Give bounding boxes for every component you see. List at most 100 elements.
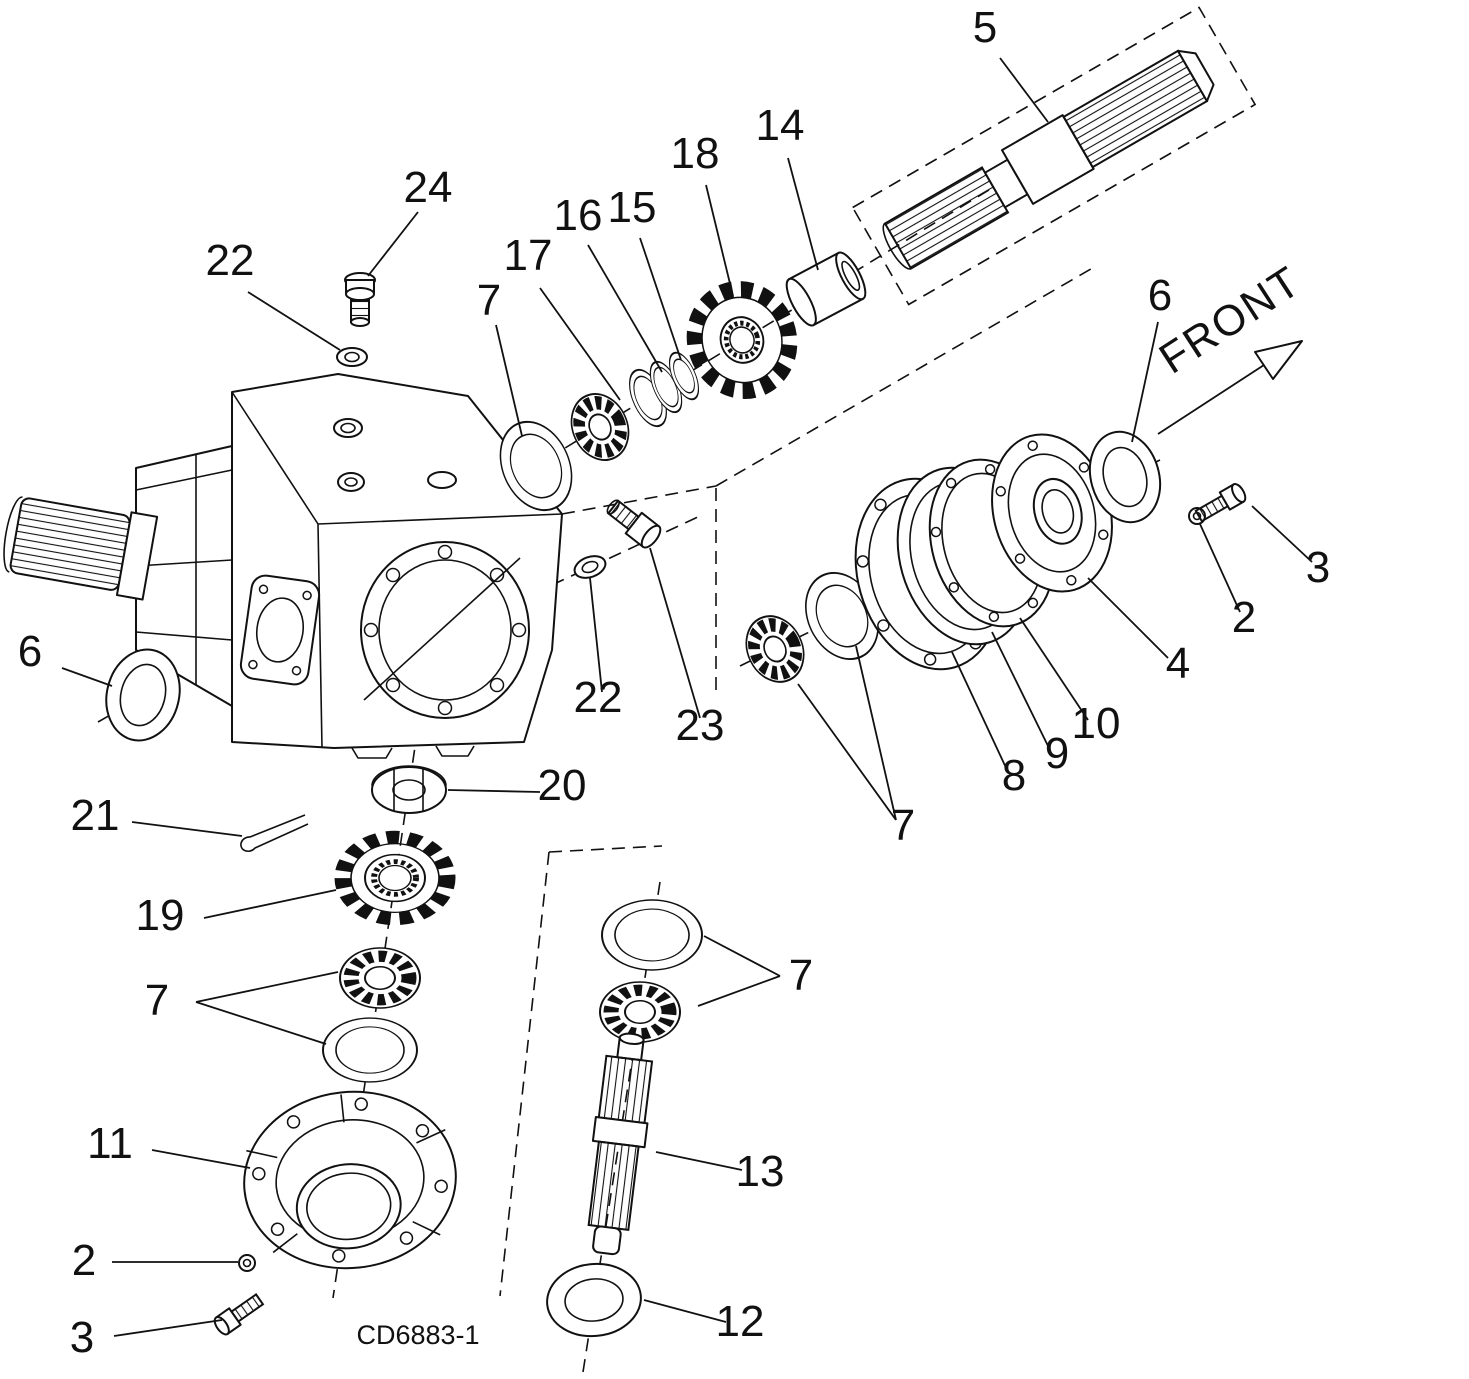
leader-7-upper	[495, 324, 523, 437]
bearing-cone-7-lower-left-drawing	[339, 947, 421, 1009]
gear-18-drawing	[686, 281, 798, 399]
callout-10: 10	[1072, 699, 1121, 748]
input-shaft-drawing	[3, 496, 159, 601]
callout-3-right: 3	[1306, 543, 1330, 592]
leader-4	[1087, 577, 1169, 659]
output-shaft-5-drawing	[851, 6, 1257, 306]
callout-13: 13	[736, 1147, 785, 1196]
callout-21: 21	[71, 791, 120, 840]
leader-16	[587, 244, 663, 373]
leader-20	[447, 789, 541, 793]
bearing-cone-7-lower-right-drawing	[599, 981, 681, 1043]
leader-8	[951, 651, 1009, 773]
callout-3-bottom: 3	[70, 1313, 94, 1362]
callout-18: 18	[671, 129, 720, 178]
leader-17	[539, 287, 621, 401]
callout-2-right: 2	[1232, 593, 1256, 642]
bolt-3-bottom-drawing	[213, 1293, 265, 1336]
leader-12	[643, 1299, 727, 1323]
leader-11	[151, 1149, 251, 1169]
pinion-shaft-13-drawing	[587, 1032, 654, 1256]
callout-2-bottom: 2	[72, 1236, 96, 1285]
callout-11: 11	[87, 1119, 133, 1168]
seal-12-drawing	[546, 1262, 642, 1338]
leader-23	[649, 547, 701, 719]
boundary-line-lower-top	[548, 845, 663, 853]
callout-7-upper: 7	[477, 276, 501, 325]
callout-labels: 5 14 18 16 15 17 24 22 7 6 3 2 4 10 9 8 …	[18, 3, 1330, 1362]
leader-10	[1019, 617, 1089, 721]
seal-6-right-drawing	[1088, 430, 1162, 524]
centerline-upper-shaft-axis	[367, 181, 1003, 569]
gearbox-housing-drawing	[231, 373, 563, 759]
bolt-3-right-drawing	[1194, 482, 1247, 523]
boundary-line-diagonal	[715, 265, 1097, 487]
leader-7-left-lower	[195, 971, 339, 1045]
callout-4: 4	[1166, 639, 1190, 688]
front-label: FRONT	[1151, 257, 1310, 383]
callout-6-right: 6	[1148, 271, 1172, 320]
mounting-bracket-drawing	[135, 445, 233, 707]
callout-17: 17	[504, 231, 553, 280]
callout-7-left-lower: 7	[145, 976, 169, 1025]
washer-2-bottom-drawing	[238, 1254, 256, 1272]
boundary-line-lower-left	[499, 851, 550, 1297]
callout-14: 14	[756, 101, 805, 150]
gear-19-drawing	[334, 830, 456, 926]
cotter-pin-21-drawing	[240, 814, 309, 852]
leader-19	[203, 889, 337, 919]
callout-7-right-mid: 7	[891, 801, 915, 850]
leader-7-right-mid	[797, 645, 897, 821]
leader-2-right	[1199, 523, 1241, 613]
leader-13	[655, 1151, 743, 1171]
bearing-cone-7-right-drawing	[745, 615, 805, 683]
callout-7-lower-right: 7	[789, 951, 813, 1000]
leader-18	[705, 184, 734, 297]
front-direction-arrow	[1157, 340, 1303, 435]
washer-22-top-drawing	[336, 347, 368, 367]
callout-15: 15	[608, 183, 657, 232]
callout-16: 16	[554, 191, 603, 240]
leader-21	[131, 821, 243, 837]
drawing-number: CD6883-1	[356, 1320, 479, 1350]
hub-11-drawing	[243, 1090, 457, 1270]
leader-9	[991, 631, 1051, 751]
leader-7-lower-right	[697, 935, 781, 1007]
leader-6-right	[1131, 321, 1159, 443]
leader-3-bottom	[113, 1319, 223, 1337]
side-port-flange-drawing	[239, 574, 321, 686]
bushing-14-drawing	[785, 251, 867, 327]
snap-ring-15-drawing	[668, 351, 700, 401]
boundary-line-housing	[561, 485, 717, 515]
leader-14	[787, 157, 819, 271]
bearing-cup-7-lower-right-drawing	[601, 899, 703, 971]
bearing-cone-7-upper-drawing	[570, 393, 630, 461]
callout-6-left: 6	[18, 627, 42, 676]
plug-24-drawing	[344, 272, 376, 327]
bearing-carrier-4-drawing	[991, 433, 1113, 593]
leader-15	[639, 237, 682, 361]
callout-24: 24	[404, 163, 453, 212]
callout-20: 20	[538, 761, 587, 810]
leader-24	[367, 211, 419, 277]
bearing-cup-7-lower-left-drawing	[322, 1017, 418, 1083]
leader-lines	[61, 57, 1313, 1337]
callout-12: 12	[716, 1297, 765, 1346]
callout-19: 19	[136, 891, 185, 940]
callout-23: 23	[676, 701, 725, 750]
callout-22-mid: 22	[574, 673, 623, 722]
callout-22-top: 22	[206, 236, 255, 285]
leader-22-top	[247, 291, 341, 351]
leader-6-left	[61, 667, 113, 687]
leader-3-right	[1251, 505, 1313, 563]
callout-5: 5	[973, 3, 997, 52]
callout-8: 8	[1002, 751, 1026, 800]
leader-5	[999, 57, 1049, 123]
callout-9: 9	[1045, 729, 1069, 778]
castle-nut-20-drawing	[371, 765, 447, 814]
leader-22-mid	[589, 577, 603, 693]
washer-22-mid-drawing	[573, 555, 607, 579]
plug-bolt-23-drawing	[606, 499, 662, 549]
